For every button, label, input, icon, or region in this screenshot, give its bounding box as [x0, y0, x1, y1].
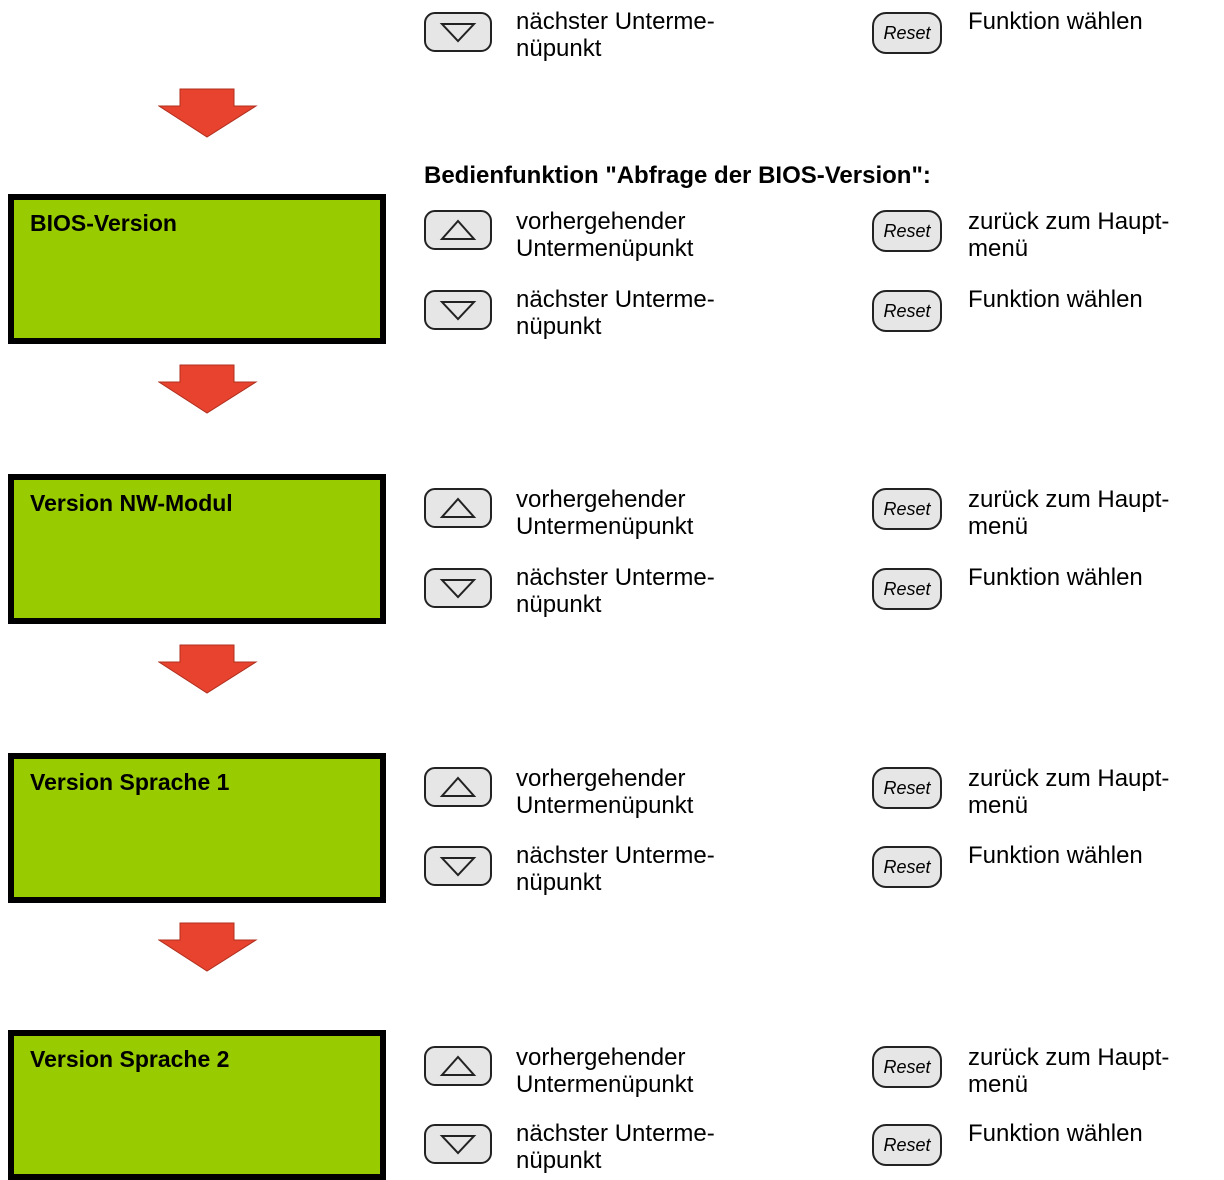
select-label: Funktion wählen: [968, 8, 1143, 35]
down-triangle-icon: [439, 301, 477, 321]
down-arrow-icon: [158, 364, 258, 414]
lcd-display: BIOS-Version: [8, 194, 386, 344]
select-label: Funktion wählen: [968, 286, 1143, 313]
lcd-text: BIOS-Version: [30, 210, 177, 236]
reset-key[interactable]: Reset: [872, 12, 942, 54]
select-label: Funktion wählen: [968, 564, 1143, 591]
select-label: Funktion wählen: [968, 1120, 1143, 1147]
next-label: nächster Unterme-nüpunkt: [516, 8, 715, 62]
down-key[interactable]: [424, 1124, 492, 1164]
down-triangle-icon: [439, 579, 477, 599]
next-label: nächster Unterme-nüpunkt: [516, 1120, 715, 1174]
down-key[interactable]: [424, 568, 492, 608]
up-key[interactable]: [424, 488, 492, 528]
down-key[interactable]: [424, 290, 492, 330]
up-key[interactable]: [424, 210, 492, 250]
back-label: zurück zum Haupt-menü: [968, 765, 1170, 819]
next-label: nächster Unterme-nüpunkt: [516, 842, 715, 896]
reset-key[interactable]: Reset: [872, 767, 942, 809]
up-key[interactable]: [424, 767, 492, 807]
back-label: zurück zum Haupt-menü: [968, 486, 1170, 540]
down-arrow-icon: [158, 922, 258, 972]
next-label: nächster Unterme-nüpunkt: [516, 564, 715, 618]
down-key[interactable]: [424, 12, 492, 52]
lcd-text: Version Sprache 1: [30, 769, 230, 795]
reset-key[interactable]: Reset: [872, 488, 942, 530]
lcd-display: Version NW-Modul: [8, 474, 386, 624]
down-key[interactable]: [424, 846, 492, 886]
reset-key[interactable]: Reset: [872, 1124, 942, 1166]
down-triangle-icon: [439, 23, 477, 43]
up-triangle-icon: [439, 219, 477, 240]
lcd-text: Version NW-Modul: [30, 490, 233, 516]
next-label: nächster Unterme-nüpunkt: [516, 286, 715, 340]
up-triangle-icon: [439, 497, 477, 518]
up-key[interactable]: [424, 1046, 492, 1086]
down-triangle-icon: [439, 857, 477, 877]
down-triangle-icon: [439, 1135, 477, 1155]
reset-key[interactable]: Reset: [872, 1046, 942, 1088]
lcd-display: Version Sprache 2: [8, 1030, 386, 1180]
back-label: zurück zum Haupt-menü: [968, 1044, 1170, 1098]
section-heading: Bedienfunktion "Abfrage der BIOS-Version…: [424, 162, 931, 189]
down-arrow-icon: [158, 88, 258, 138]
up-triangle-icon: [439, 776, 477, 797]
lcd-text: Version Sprache 2: [30, 1046, 230, 1072]
reset-key[interactable]: Reset: [872, 568, 942, 610]
reset-key[interactable]: Reset: [872, 210, 942, 252]
lcd-display: Version Sprache 1: [8, 753, 386, 903]
select-label: Funktion wählen: [968, 842, 1143, 869]
reset-key[interactable]: Reset: [872, 290, 942, 332]
reset-key[interactable]: Reset: [872, 846, 942, 888]
down-arrow-icon: [158, 644, 258, 694]
back-label: zurück zum Haupt-menü: [968, 208, 1170, 262]
up-triangle-icon: [439, 1055, 477, 1076]
